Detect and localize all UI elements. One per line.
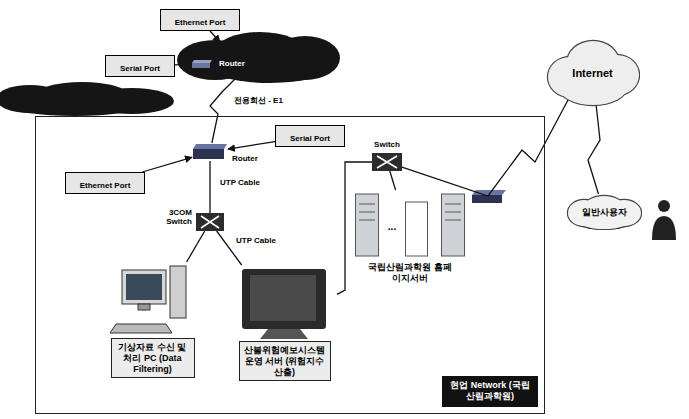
- connector-line: [390, 171, 396, 190]
- server-node: 산불위험예보시스템 운영 서버 (위험지수 산출): [232, 265, 337, 381]
- server-rack-symbol: [355, 190, 465, 260]
- monitor-frame: [122, 270, 166, 304]
- ellipsis-label: ...: [381, 221, 403, 232]
- router-node: Router: [192, 143, 228, 161]
- connector-line: [142, 157, 192, 172]
- node-label: Ethernet Port: [80, 180, 131, 192]
- user-cloud: 일반사용자: [566, 194, 642, 230]
- server-slots: [445, 204, 461, 220]
- router-symbol: [192, 143, 228, 161]
- cloud-shape: [175, 30, 340, 83]
- internet-cloud: Internet: [545, 35, 640, 110]
- switch-body: [196, 213, 224, 231]
- node-label: Internet: [572, 67, 612, 79]
- monitor-base: [260, 329, 308, 339]
- user-symbol: [652, 200, 676, 240]
- pc-symbol: [100, 262, 205, 338]
- pc-node: 기상자료 수신 및 처리 PC (Data Filtering): [100, 262, 205, 378]
- server-tower: [442, 194, 465, 256]
- switch-symbol: [196, 213, 224, 231]
- connector-line: [402, 100, 568, 196]
- connector-label: UTP Cable: [234, 236, 278, 245]
- node-label: Serial Port: [290, 133, 330, 145]
- connector-line: [210, 79, 235, 143]
- cloud-lobe: [210, 53, 330, 83]
- monitor-screen: [250, 275, 316, 321]
- connector-line: [209, 161, 210, 213]
- router-body: [192, 63, 210, 68]
- connector-line: [187, 231, 205, 262]
- wan-cloud: [0, 82, 174, 116]
- cloud-lobe: [11, 98, 139, 116]
- network-cloud: Router: [175, 30, 340, 83]
- switch-node: Switch: [372, 153, 402, 171]
- server-slots: [359, 204, 375, 220]
- monitor-screen: [126, 274, 162, 300]
- network-frame: 현업 Network (국립산림과학원) Serial PortRouterEth…: [35, 116, 545, 414]
- monitor-stand: [138, 304, 150, 310]
- switch-node: 3COM Switch: [196, 213, 224, 231]
- monitor-frame: [242, 269, 326, 329]
- node-label: 일반사용자: [582, 206, 627, 219]
- connector-line: [588, 104, 600, 194]
- node-label: 국립산림과학원 홈페이지서버: [368, 262, 452, 284]
- node-label: 기상자료 수신 및 처리 PC (Data Filtering): [111, 338, 195, 378]
- server-symbol: [232, 265, 337, 341]
- node-label: 현업 Network (국립산림과학원): [442, 376, 538, 407]
- user-body: [652, 216, 676, 240]
- node-label: Switch: [362, 140, 412, 149]
- router-body: [193, 149, 224, 159]
- port-callout: Ethernet Port: [65, 172, 145, 194]
- port-callout: Ethernet Port: [160, 9, 240, 31]
- connector-label: UTP Cable: [218, 178, 262, 187]
- port-callout: Serial Port: [105, 55, 175, 77]
- server-tower: [356, 194, 379, 256]
- router-top: [193, 144, 227, 149]
- server-box: [406, 202, 428, 256]
- node-label: 산불위험예보시스템 운영 서버 (위험지수 산출): [239, 341, 331, 381]
- switch-arrows: [377, 156, 397, 168]
- node-label: Serial Port: [120, 63, 160, 75]
- switch-arrows: [201, 216, 219, 228]
- server-group: 국립산림과학원 홈페이지서버: [355, 190, 465, 284]
- node-label: Ethernet Port: [175, 17, 226, 29]
- port-callout: Serial Port: [275, 125, 345, 147]
- cloud-outline: [573, 206, 635, 230]
- pc-tower: [170, 266, 186, 318]
- switch-symbol: [372, 153, 402, 171]
- switch-body: [372, 153, 402, 171]
- node-label: Router: [219, 59, 245, 68]
- connector-line: [228, 142, 275, 150]
- keyboard: [110, 324, 172, 333]
- node-label: Router: [232, 154, 258, 163]
- user-head: [658, 200, 670, 212]
- router-top: [192, 60, 212, 63]
- node-label: 3COM Switch: [148, 208, 192, 226]
- connector-label: 전용회선 - E1: [232, 95, 285, 106]
